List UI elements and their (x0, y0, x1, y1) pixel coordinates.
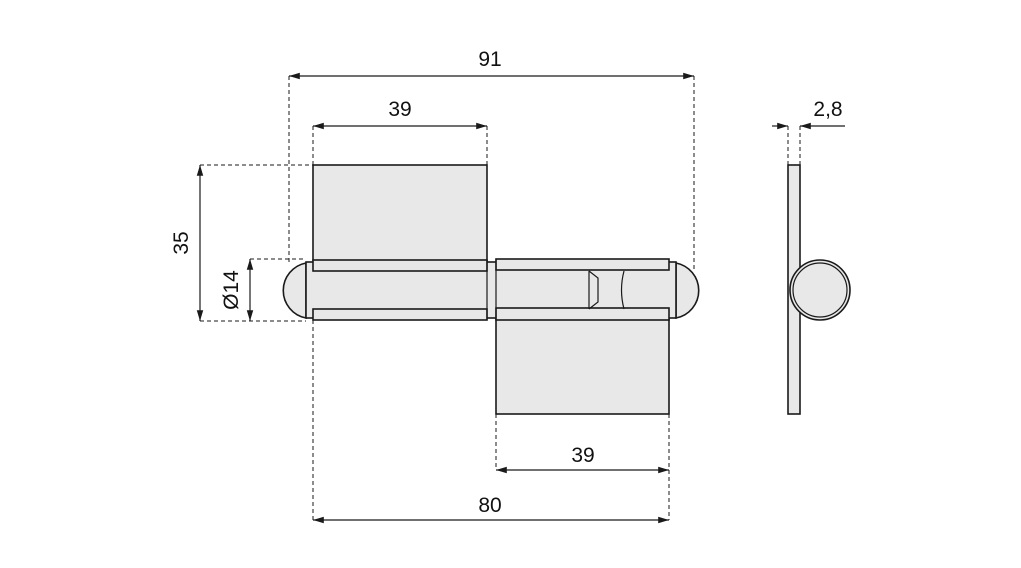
dim-top-leaf-width-label: 39 (388, 98, 411, 121)
bottom-left-knuckle-strip (312, 308, 488, 321)
dim-thickness-label: 2,8 (813, 98, 842, 121)
dim-bottom-leaf-width-label: 39 (571, 444, 594, 467)
right-end-cap (675, 262, 700, 319)
top-leaf (312, 164, 488, 272)
pin-end (588, 270, 599, 310)
dim-overall-width-label: 91 (478, 48, 501, 71)
top-right-knuckle-strip (495, 258, 670, 271)
bottom-leaf (495, 307, 670, 415)
dim-leaf-height-label: 35 (170, 231, 193, 254)
dimension-lines (196, 72, 845, 524)
side-view (787, 164, 851, 415)
left-end-cap (282, 262, 307, 319)
front-view (282, 164, 700, 415)
dim-knuckle-diameter-label: Ø14 (220, 270, 243, 310)
side-knuckle-outer (789, 259, 851, 321)
dim-total-leaves-width-label: 80 (478, 494, 501, 517)
pin-groove (620, 270, 625, 310)
extension-lines (200, 76, 801, 520)
side-knuckle-inner (792, 262, 848, 318)
top-left-knuckle-strip (312, 259, 488, 272)
bottom-right-knuckle-strip (495, 307, 670, 321)
dimension-labels: 91 39 35 Ø14 39 80 2,8 (170, 48, 843, 517)
